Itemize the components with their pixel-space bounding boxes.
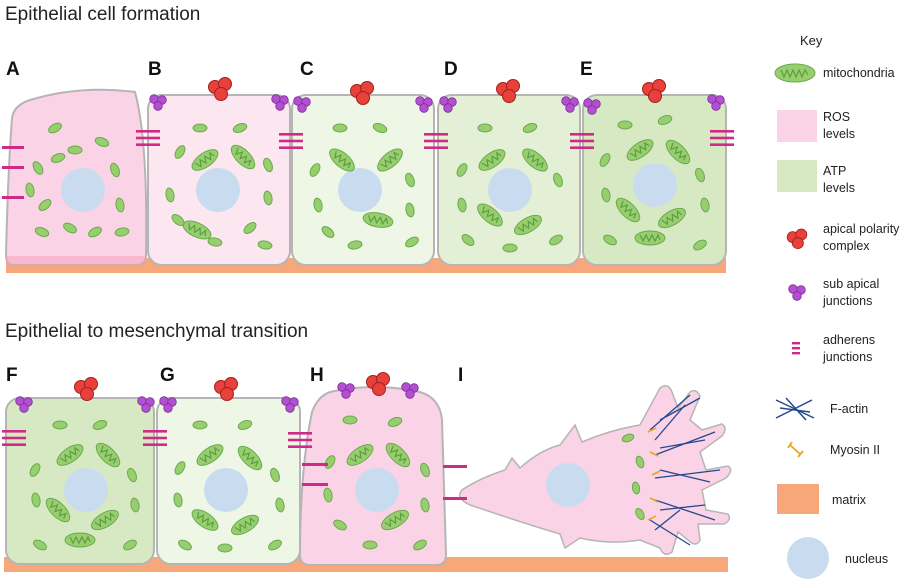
cell-e	[582, 94, 727, 266]
key-label-apical-1: apical polarity	[823, 222, 900, 236]
key-label-atp-2: levels	[823, 181, 855, 195]
adherens-h-1	[302, 463, 328, 466]
key-label-atp-1: ATP	[823, 164, 846, 178]
key-label-nucleus: nucleus	[845, 552, 888, 566]
adherens-ab	[136, 130, 160, 146]
title-emt: Epithelial to mesenchymal transition	[5, 321, 308, 342]
key-label-mitochondria: mitochondria	[823, 66, 895, 80]
adherens-fg	[143, 430, 167, 446]
key-label-adherens-2: junctions	[822, 350, 872, 364]
panel-label-c: C	[300, 59, 314, 80]
panel-label-g: G	[160, 365, 175, 386]
key-ros-swatch	[777, 110, 817, 142]
key-label-apical-2: complex	[823, 239, 870, 253]
cell-d	[437, 94, 581, 266]
key-label-factin: F-actin	[830, 402, 868, 416]
key-label-matrix: matrix	[832, 493, 867, 507]
key-label-subapical-2: junctions	[822, 294, 872, 308]
key-label-ros-1: ROS	[823, 110, 850, 124]
adherens-cd	[424, 133, 448, 149]
adherens-e-right	[710, 130, 734, 146]
cell-c	[291, 94, 435, 266]
cell-h	[298, 386, 448, 566]
key-mitochondria-icon	[774, 63, 816, 83]
panel-label-b: B	[148, 59, 162, 80]
key-matrix-swatch	[777, 484, 819, 514]
adherens-h-2	[302, 483, 328, 486]
adherens-f-left	[2, 430, 26, 446]
key-label-myosin: Myosin II	[830, 443, 880, 457]
key-nucleus-icon	[787, 537, 829, 579]
adherens-bc	[279, 133, 303, 149]
title-epithelial-formation: Epithelial cell formation	[5, 4, 200, 25]
key-adherens-icon	[792, 342, 800, 355]
key-label-subapical-1: sub apical	[823, 277, 879, 291]
cell-b	[147, 94, 291, 266]
cell-f	[5, 397, 155, 565]
key-label-adherens-1: adherens	[823, 333, 875, 347]
cell-g	[156, 397, 301, 565]
adherens-de	[570, 133, 594, 149]
adherens-hi-2	[443, 497, 467, 500]
key-apical-icon	[786, 228, 808, 250]
key-myosin-icon	[787, 441, 804, 458]
panel-label-d: D	[444, 59, 458, 80]
panel-label-i: I	[458, 365, 463, 386]
key-title: Key	[800, 33, 823, 48]
key-factin-icon	[775, 397, 815, 421]
panel-label-a: A	[6, 59, 20, 80]
panel-label-e: E	[580, 59, 593, 80]
cell-a	[2, 88, 148, 266]
key-subapical-icon	[788, 284, 806, 301]
cell-i-mesenchymal	[459, 385, 732, 555]
adherens-gh	[288, 432, 312, 448]
panel-label-h: H	[310, 365, 324, 386]
panel-label-f: F	[6, 365, 18, 386]
key-legend: Key mitochondria ROS levels ATP levels a…	[774, 33, 900, 579]
adherens-hi-1	[443, 465, 467, 468]
key-atp-swatch	[777, 160, 817, 192]
key-label-ros-2: levels	[823, 127, 855, 141]
